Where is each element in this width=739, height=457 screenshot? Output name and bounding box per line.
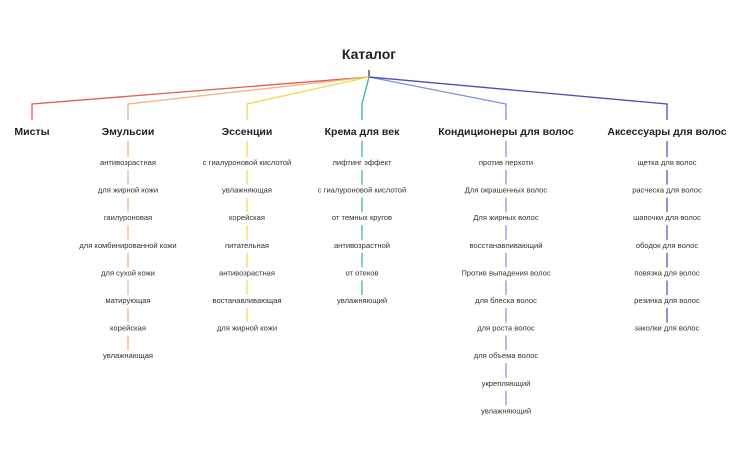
category-0-label[interactable]: Мисты — [14, 126, 49, 138]
category-5-item[interactable]: шапочки для волос — [633, 213, 701, 222]
category-4-item[interactable]: Для окрашенных волос — [465, 186, 548, 195]
category-3-node: Крема для век лифтинг эффект с гиалуроново… — [318, 126, 406, 305]
category-4-branch-line — [368, 76, 507, 120]
category-2-item[interactable]: с гиалуроновой кислотой — [203, 158, 291, 167]
category-5-node: Аксессуары для волос щетка для волос расче… — [607, 126, 726, 333]
category-1-item[interactable]: корейская — [110, 324, 146, 333]
category-2-item[interactable]: для жирной кожи — [217, 324, 277, 333]
category-5-label[interactable]: Аксессуары для волос — [607, 126, 726, 138]
category-5-branch-line — [368, 76, 668, 120]
category-4-item[interactable]: для объема волос — [474, 351, 539, 360]
category-1-node: Эмульсии антивозрастная для жирной кожи гаи… — [79, 126, 176, 360]
connector-lines — [31, 70, 668, 120]
category-1-item[interactable]: для сухой кожи — [101, 268, 155, 277]
root-node-label[interactable]: Каталог — [342, 46, 396, 62]
category-2-item[interactable]: увлажняющая — [222, 186, 272, 195]
category-3-item[interactable]: с гиалуроновой кислотой — [318, 186, 406, 195]
category-nodes: Мисты Эмульсии антивозрастная для жирной ко… — [14, 126, 726, 415]
category-4-item[interactable]: увлажняющий — [481, 406, 531, 415]
category-3-branch-line — [361, 76, 370, 120]
category-2-label[interactable]: Эссенции — [222, 126, 273, 138]
category-3-item[interactable]: от темных кругов — [332, 213, 392, 222]
category-0-node: Мисты — [14, 126, 49, 138]
category-3-item[interactable]: от отеков — [346, 268, 379, 277]
category-0-branch-line — [31, 76, 370, 120]
category-1-branch-line — [127, 76, 370, 120]
category-1-item[interactable]: для жирной кожи — [98, 186, 158, 195]
category-2-item[interactable]: антивозрастная — [219, 268, 275, 277]
category-4-item[interactable]: для роста волос — [477, 324, 535, 333]
category-1-item[interactable]: гаилуроновая — [104, 213, 152, 222]
category-2-node: Эссенции с гиалуроновой кислотой увлажняющ… — [203, 126, 291, 333]
category-5-item[interactable]: резинка для волос — [634, 296, 700, 305]
category-4-label[interactable]: Кондиционеры для волос — [438, 126, 574, 138]
category-3-item[interactable]: увлажняющий — [337, 296, 387, 305]
category-2-item[interactable]: востанавливающая — [213, 296, 282, 305]
category-1-label[interactable]: Эмульсии — [102, 126, 155, 138]
category-4-item[interactable]: укрепляющий — [482, 379, 531, 388]
category-4-item[interactable]: Для жирных волос — [473, 213, 539, 222]
category-1-item[interactable]: для комбинированной кожи — [79, 241, 176, 250]
category-4-item[interactable]: Против выпадения волос — [461, 268, 550, 277]
category-2-item[interactable]: питательная — [225, 241, 269, 250]
category-5-item[interactable]: расческа для волос — [632, 186, 702, 195]
category-4-item[interactable]: восстанавливающий — [470, 241, 543, 250]
category-3-item[interactable]: лифтинг эффект — [332, 158, 392, 167]
category-1-item[interactable]: увлажнающая — [103, 351, 153, 360]
category-4-item[interactable]: против перхоти — [479, 158, 533, 167]
category-5-item[interactable]: заколки для волос — [635, 324, 700, 333]
category-1-item[interactable]: матирующая — [105, 296, 150, 305]
category-5-item[interactable]: ободок для волос — [636, 241, 699, 250]
category-2-item[interactable]: корейская — [229, 213, 265, 222]
category-3-item[interactable]: антивозрастной — [334, 241, 390, 250]
category-5-item[interactable]: щетка для волос — [637, 158, 696, 167]
category-2-branch-line — [246, 76, 370, 120]
category-4-node: Кондиционеры для волос против перхотиДля … — [438, 126, 574, 415]
category-4-item[interactable]: для блеска волос — [475, 296, 537, 305]
category-5-item[interactable]: повязка для волос — [634, 268, 700, 277]
category-1-item[interactable]: антивозрастная — [100, 158, 156, 167]
category-3-label[interactable]: Крема для век — [325, 126, 400, 138]
